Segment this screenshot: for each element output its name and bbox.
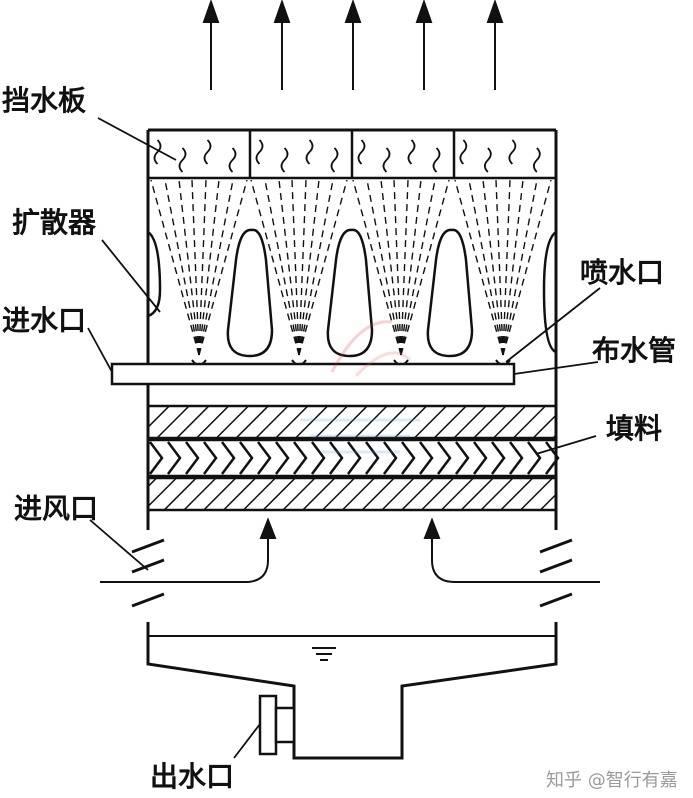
eliminator-wave [508, 139, 517, 165]
label-nozzle: 喷水口 [580, 256, 664, 289]
spray-line [366, 179, 402, 356]
spray-line [278, 179, 300, 356]
fill-chevron [365, 441, 380, 475]
spray-line [400, 179, 436, 356]
eliminator-wave [432, 147, 441, 173]
spray-line [198, 179, 207, 356]
spray-line [264, 179, 300, 356]
distribution-pipe [110, 362, 516, 386]
spray-line [291, 179, 300, 356]
fill-chevron [149, 441, 164, 475]
watermark-text: 知乎 @智行有嘉 [546, 770, 678, 791]
diffusers [147, 228, 557, 358]
spray-line [298, 179, 307, 356]
leader-lines [87, 117, 601, 759]
spray-line [164, 179, 200, 356]
air-flow-lines [100, 517, 600, 583]
fill-chevron [437, 441, 452, 475]
fill-chevron [491, 441, 506, 475]
eliminator-wave [459, 139, 468, 165]
eliminator-wave [228, 147, 237, 173]
spray-line [352, 179, 402, 356]
fill-chevron [347, 441, 362, 475]
fill-chevron [401, 441, 416, 475]
spray-line [298, 179, 334, 356]
fill-chevron [293, 441, 308, 475]
fill-chevron [545, 441, 560, 475]
fill-chevron [239, 441, 254, 475]
spray-line [393, 179, 402, 356]
spray-line [298, 179, 320, 356]
watermark-logo [300, 320, 420, 454]
eliminator-wave [357, 139, 366, 165]
spray-line [502, 179, 538, 356]
spray-line [502, 179, 552, 356]
eliminator-wave [532, 147, 541, 173]
fill-chevron [455, 441, 470, 475]
basin [146, 622, 558, 760]
spray-line [454, 179, 504, 356]
eliminator-wave [330, 147, 339, 173]
spray-line [495, 179, 504, 356]
fill-chevron [203, 441, 218, 475]
fill-chevron [167, 441, 182, 475]
spray-line [198, 179, 234, 356]
fill-chevron [509, 441, 524, 475]
eliminator-wave [203, 139, 212, 165]
fill-chevron [473, 441, 488, 475]
air-inlet-louvers [131, 538, 573, 608]
fill-chevron [383, 441, 398, 475]
fill-chevron [329, 441, 344, 475]
eliminator-wave [153, 139, 162, 165]
outlet-valve [258, 694, 296, 756]
fill-chevron [527, 441, 542, 475]
eliminator-wave [178, 147, 187, 173]
eliminator-wave [305, 139, 314, 165]
air-outlet-arrows [202, 0, 504, 90]
spray-line [191, 179, 200, 356]
label-fill: 填料 [606, 412, 662, 445]
eliminator-wave [382, 147, 391, 173]
label-water-inlet: 进水口 [2, 304, 86, 337]
fill-chevron [311, 441, 326, 475]
spray-line [178, 179, 200, 356]
spray-line [502, 179, 524, 356]
fill-chevron [275, 441, 290, 475]
spray-line [400, 179, 422, 356]
label-eliminator: 挡水板 [2, 84, 86, 117]
label-air-inlet: 进风口 [14, 492, 98, 525]
spray-line [250, 179, 300, 356]
eliminator-wave [483, 147, 492, 173]
fill-chevron [419, 441, 434, 475]
spray-line [380, 179, 402, 356]
spray-line [400, 179, 409, 356]
fill-chevron [185, 441, 200, 475]
drift-eliminator [148, 130, 556, 180]
label-distribution-pipe: 布水管 [592, 334, 676, 367]
spray-line [198, 179, 248, 356]
spray-line [468, 179, 504, 356]
spray-line [198, 179, 220, 356]
spray-line [298, 179, 348, 356]
fill-chevron [257, 441, 272, 475]
eliminator-wave [255, 139, 264, 165]
eliminator-wave [280, 147, 289, 173]
eliminator-wave [407, 139, 416, 165]
spray-line [150, 179, 200, 356]
fill-chevron [221, 441, 236, 475]
spray-line [502, 179, 511, 356]
spray-line [400, 179, 450, 356]
label-diffuser: 扩散器 [12, 206, 97, 239]
label-water-outlet: 出水口 [150, 760, 234, 793]
fill-media [146, 404, 560, 512]
spray-line [482, 179, 504, 356]
spray-cones [150, 179, 552, 356]
